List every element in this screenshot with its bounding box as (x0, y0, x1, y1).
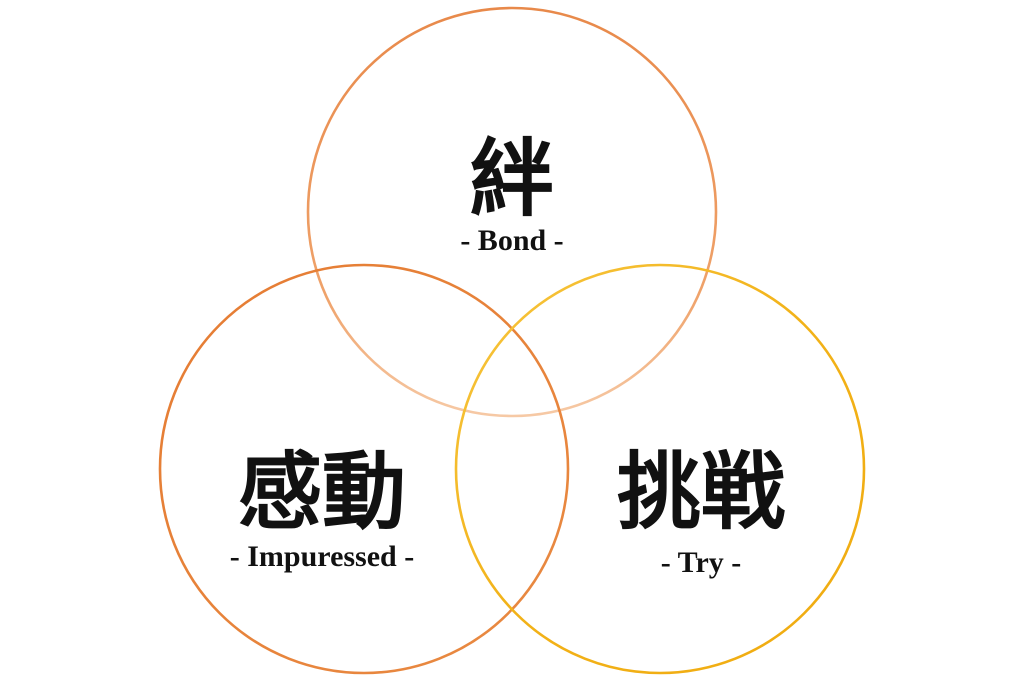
bond-circle (306, 6, 718, 418)
try-subtitle: - Try - (661, 546, 742, 579)
impressed-subtitle: - Impuressed - (230, 540, 414, 573)
impressed-kanji: 感動 (238, 442, 406, 541)
bond-kanji: 絆 (470, 129, 554, 228)
bond-subtitle: - Bond - (460, 224, 563, 257)
impressed-circle (158, 263, 570, 675)
try-circle (454, 263, 866, 675)
try-kanji: 挑戦 (617, 442, 785, 541)
